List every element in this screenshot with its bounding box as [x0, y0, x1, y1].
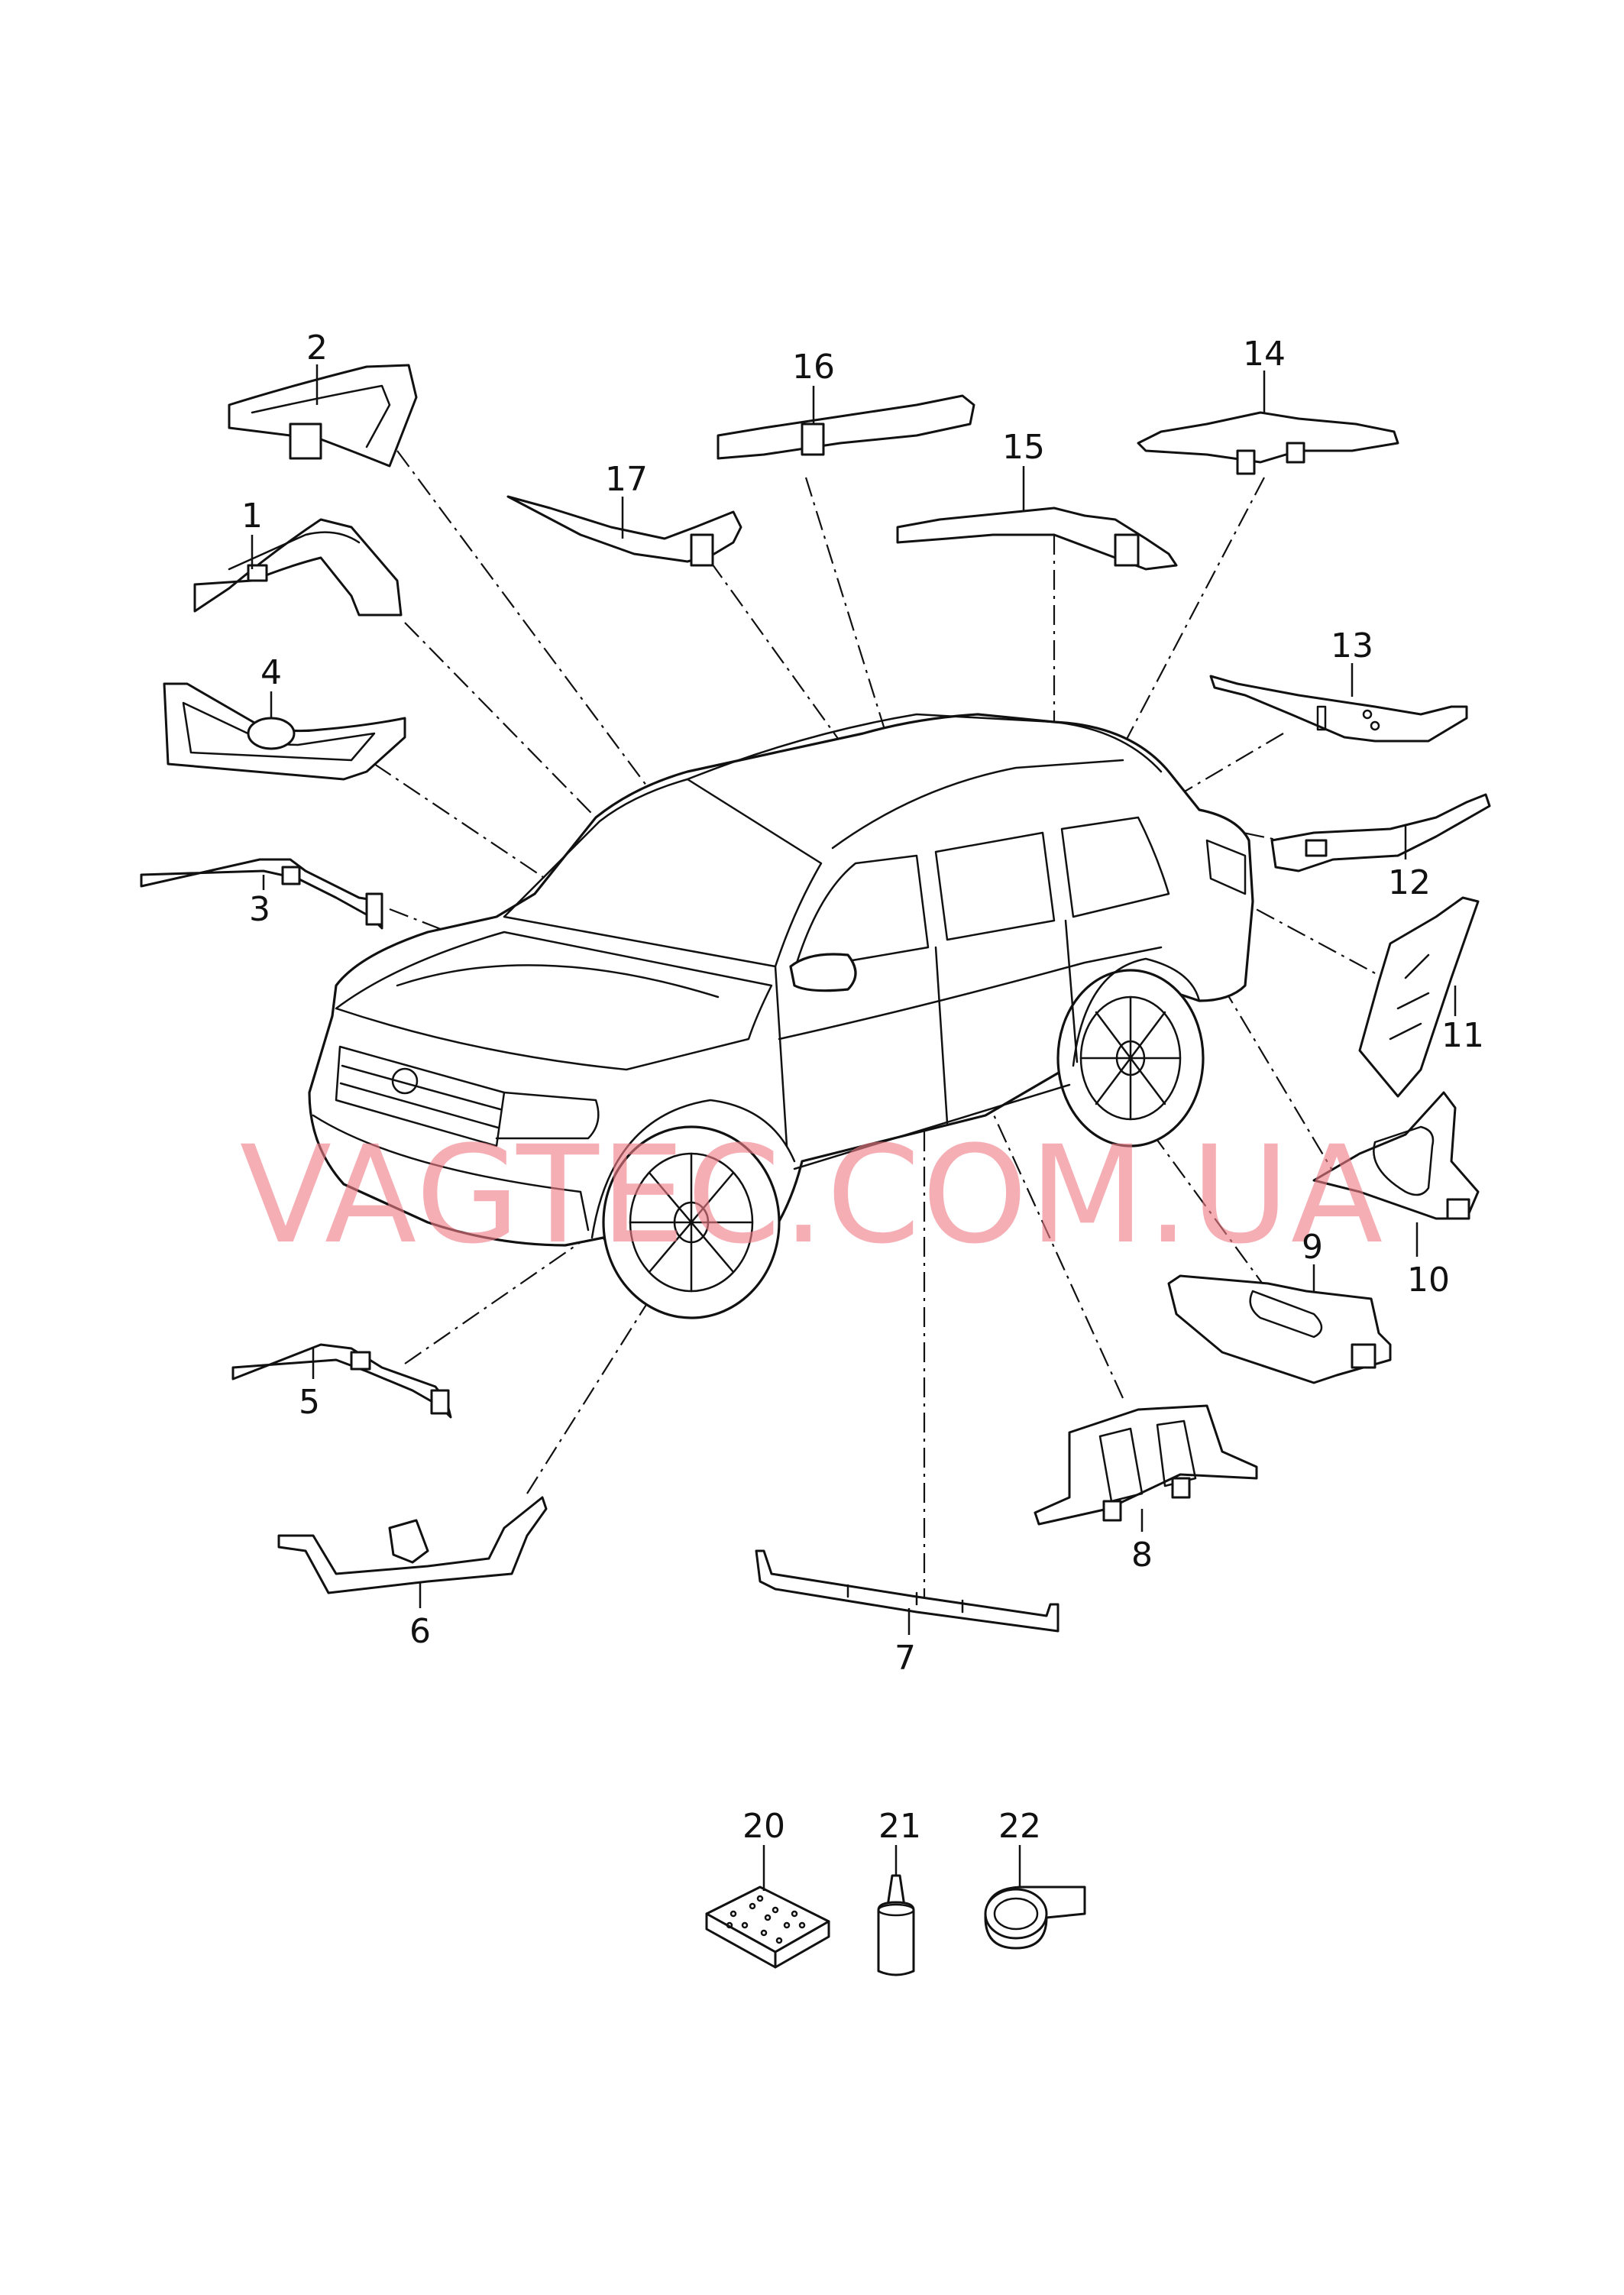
watermark-text: VAGTEC.COM.UA — [240, 1117, 1385, 1274]
part-7 — [755, 1549, 1059, 1635]
callout-16: 16 — [792, 348, 835, 387]
car-rear-arch — [1072, 957, 1201, 1067]
callout-6: 6 — [409, 1612, 431, 1651]
callout-10: 10 — [1407, 1261, 1450, 1300]
callout-8: 8 — [1131, 1536, 1153, 1575]
car-grille-bar-1 — [341, 1064, 502, 1111]
car-door-seam-rear — [1064, 919, 1079, 1063]
part-10 — [1312, 1091, 1480, 1257]
car-door-seam-front — [774, 965, 788, 1148]
callout-12: 12 — [1388, 863, 1431, 902]
car-front-arch — [590, 1099, 796, 1239]
car-roof-rail — [831, 759, 1124, 850]
callout-1: 1 — [241, 497, 263, 536]
callout-5: 5 — [299, 1383, 320, 1422]
car-sill — [793, 1083, 1071, 1170]
part-14 — [1137, 371, 1399, 475]
part-11 — [1358, 896, 1480, 1098]
callout-4: 4 — [260, 653, 282, 692]
part-22-tape-roll — [984, 1845, 1086, 1950]
part-12 — [1270, 793, 1491, 872]
callout-7: 7 — [894, 1639, 916, 1678]
part-17 — [506, 495, 742, 567]
car-badge — [391, 1067, 419, 1095]
leader-13 — [1153, 733, 1284, 811]
callout-numbers: 2 1 4 3 5 6 7 8 9 10 11 12 13 14 15 16 1… — [241, 329, 1484, 1846]
car-bumper — [312, 1114, 590, 1232]
car-front-wheel — [602, 1125, 781, 1319]
callout-22: 22 — [998, 1807, 1041, 1846]
car-grille — [335, 1045, 506, 1148]
part-5 — [231, 1343, 452, 1419]
part-16 — [717, 386, 975, 460]
part-21-adhesive-bottle — [877, 1845, 915, 1976]
car-side-moulding — [778, 946, 1163, 1041]
car-rear-window — [934, 831, 1056, 941]
callout-11: 11 — [1441, 1016, 1484, 1055]
car-tail-light — [1205, 839, 1247, 895]
part-13 — [1209, 663, 1468, 743]
car-mirror — [789, 953, 857, 992]
car-hood — [335, 931, 773, 1071]
part-9 — [1167, 1264, 1392, 1384]
car-front-window — [793, 854, 930, 972]
car-body — [308, 713, 1254, 1300]
car-hood-crease — [396, 964, 720, 999]
part-20-foam-pad — [705, 1845, 830, 1969]
callout-9: 9 — [1302, 1228, 1323, 1267]
vehicle-outline — [308, 713, 1254, 1319]
callout-20: 20 — [742, 1807, 785, 1846]
callout-17: 17 — [605, 460, 648, 499]
car-headlight — [495, 1091, 600, 1140]
callout-2: 2 — [306, 329, 328, 367]
part-6 — [277, 1496, 548, 1608]
callout-13: 13 — [1331, 626, 1373, 665]
callout-3: 3 — [249, 890, 270, 929]
leader-10 — [1221, 985, 1341, 1185]
callout-14: 14 — [1243, 335, 1286, 374]
part-2 — [228, 364, 418, 468]
car-rear-wheel — [1056, 969, 1205, 1148]
car-quarter-window — [1060, 816, 1170, 918]
callout-21: 21 — [878, 1807, 921, 1846]
car-grille-bar-2 — [339, 1082, 500, 1129]
callout-15: 15 — [1002, 428, 1045, 467]
car-door-seam-mid — [934, 946, 949, 1125]
part-4 — [163, 682, 406, 781]
car-roof — [686, 713, 1163, 781]
part-8 — [1034, 1404, 1258, 1532]
car-windshield — [503, 778, 823, 968]
part-15 — [896, 466, 1178, 571]
part-1 — [193, 518, 403, 617]
part-3 — [140, 858, 383, 930]
